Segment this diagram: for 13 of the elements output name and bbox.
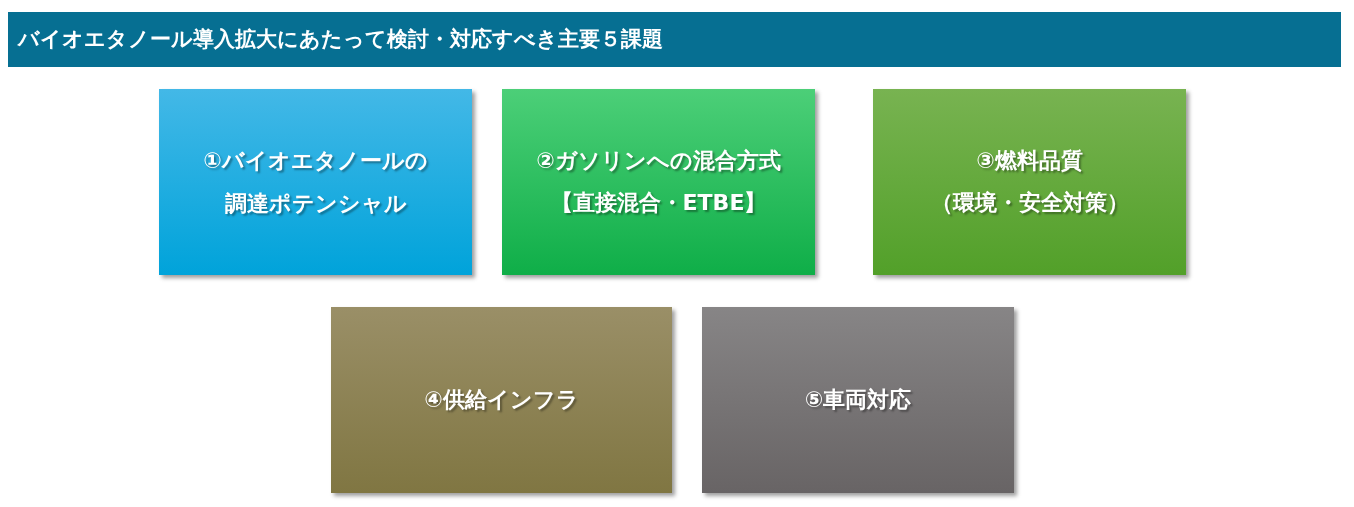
card-title: ①バイオエタノールの調達ポテンシャル xyxy=(202,147,429,218)
card-subtitle: （環境・安全対策） xyxy=(930,189,1129,217)
topic-card xyxy=(873,89,1186,275)
topic-card xyxy=(331,307,672,493)
card-title: ③燃料品質 xyxy=(976,147,1083,175)
card-title: ⑤車両対応 xyxy=(804,386,912,414)
topic-card xyxy=(702,307,1014,493)
card-title: ④供給インフラ xyxy=(424,386,579,414)
topic-card xyxy=(502,89,815,275)
card-subtitle: 【直接混合・ETBE】 xyxy=(550,189,767,217)
title-banner: バイオエタノール導入拡大にあたって検討・対応すべき主要５課題 xyxy=(8,12,1341,67)
card-title: ②ガソリンへの混合方式 xyxy=(536,147,781,175)
topic-card xyxy=(159,89,472,275)
